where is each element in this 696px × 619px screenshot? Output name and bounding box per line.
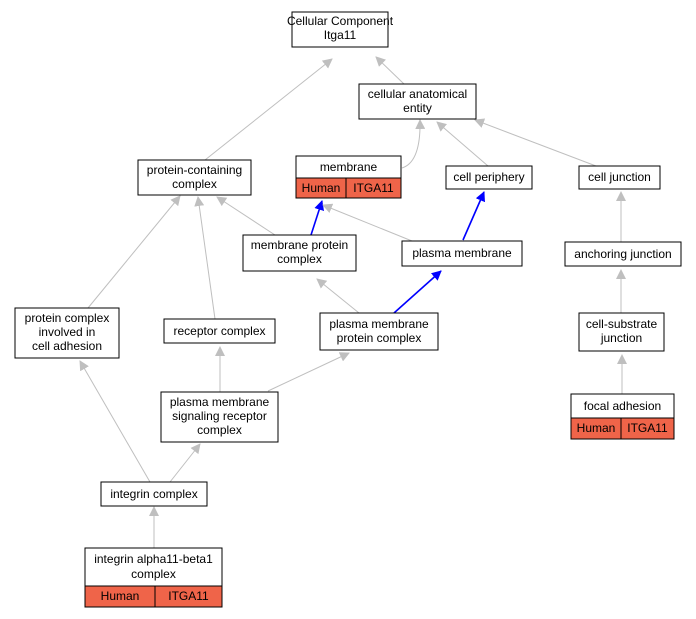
node-protein-containing-complex[interactable]: protein-containing complex [137,159,252,196]
edges [79,56,627,548]
node-plasma-membrane[interactable]: plasma membrane [401,240,523,267]
annotation-gene: ITGA11 [168,589,209,603]
node-label-line: Cellular Component [287,14,394,28]
annotation-gene: ITGA11 [353,181,394,195]
node-focal-adhesion[interactable]: focal adhesion Human ITGA11 [570,393,675,440]
node-label-line: entity [403,101,432,115]
node-integrin-alpha11-beta1-complex[interactable]: integrin alpha11-beta1 complex Human ITG… [84,547,223,608]
edge-receptor-complex-to-protein-containing [194,196,216,320]
node-label-line: membrane protein [251,238,348,252]
node-plasma-membrane-signaling-receptor-complex[interactable]: plasma membrane signaling receptor compl… [160,391,279,443]
node-label-line: integrin alpha11-beta1 [94,552,213,566]
node-receptor-complex[interactable]: receptor complex [163,318,276,344]
node-label-line: cellular anatomical [368,87,467,101]
annotation-gene-cell [345,177,402,199]
annotation-gene: ITGA11 [627,421,668,435]
edge-cell-periphery-to-anatomical [436,121,489,167]
node-label-line: complex [277,252,322,266]
node-membrane-protein-complex[interactable]: membrane protein complex [242,234,357,272]
node-label-line: focal adhesion [584,399,661,413]
edge-integrin-complex-to-pm-signaling [169,443,201,483]
edge-plasma-membrane-to-membrane [322,203,413,242]
annotation-gene-cell [620,417,675,440]
annotation-organism: Human [577,421,616,435]
edge-plasma-membrane-to-cell-periphery [462,191,485,241]
node-label-line: protein-containing [147,163,242,177]
edge-membrane-protein-complex-to-protein-containing [216,196,276,236]
node-cellular-anatomical-entity[interactable]: cellular anatomical entity [358,83,477,120]
node-label-line: signaling receptor [172,409,267,423]
node-label-line: complex [172,177,217,191]
node-anchoring-junction[interactable]: anchoring junction [564,241,682,267]
edge-pm-protein-complex-to-membrane-protein-complex [316,278,360,314]
node-membrane[interactable]: membrane Human ITGA11 [295,155,402,199]
nodes: Cellular Component Itga11 cellular anato… [14,11,682,608]
edge-cell-junction-to-anatomical [474,118,597,167]
node-label-line: cell adhesion [32,339,102,353]
node-label-line: membrane [320,160,378,174]
node-label-line: complex [197,423,242,437]
node-label-line: receptor complex [173,324,265,338]
node-label-line: protein complex [337,331,422,345]
edge-pm-protein-complex-to-plasma-membrane [393,270,442,314]
edge-adhesion-complex-to-protein-containing [87,195,181,309]
node-integrin-complex[interactable]: integrin complex [100,481,208,507]
node-label-line: plasma membrane [412,246,512,260]
node-label-line: plasma membrane [329,317,429,331]
node-label-line: anchoring junction [574,247,671,261]
node-label-line: involved in [39,325,96,339]
edge-integrin-complex-to-adhesion-complex [79,360,151,483]
edge-membrane-to-anatomical [401,119,426,169]
annotation-organism: Human [101,589,140,603]
node-label-line: protein complex [25,311,110,325]
node-label-line: Itga11 [324,28,357,42]
edge-anatomical-to-root [375,56,405,85]
node-label-line: integrin complex [110,487,197,501]
node-cell-junction[interactable]: cell junction [578,165,661,190]
node-plasma-membrane-protein-complex[interactable]: plasma membrane protein complex [319,312,439,351]
edge-pm-signaling-to-pm-protein-complex [267,352,350,392]
node-label-line: junction [600,331,642,345]
node-label-line: cell-substrate [586,317,658,331]
node-label-line: plasma membrane [170,395,270,409]
edge-membrane-protein-complex-to-membrane [310,200,324,236]
node-label-line: complex [131,567,176,581]
annotation-gene-cell [154,585,223,608]
node-label-line: cell periphery [453,170,524,184]
edge-protein-containing-to-root [204,58,333,161]
node-label-line: cell junction [588,170,651,184]
node-cellular-component-root[interactable]: Cellular Component Itga11 [287,11,394,48]
annotation-organism: Human [302,181,341,195]
node-cell-substrate-junction[interactable]: cell-substrate junction [578,312,665,352]
node-protein-complex-cell-adhesion[interactable]: protein complex involved in cell adhesio… [14,307,120,359]
node-cell-periphery[interactable]: cell periphery [445,165,533,190]
